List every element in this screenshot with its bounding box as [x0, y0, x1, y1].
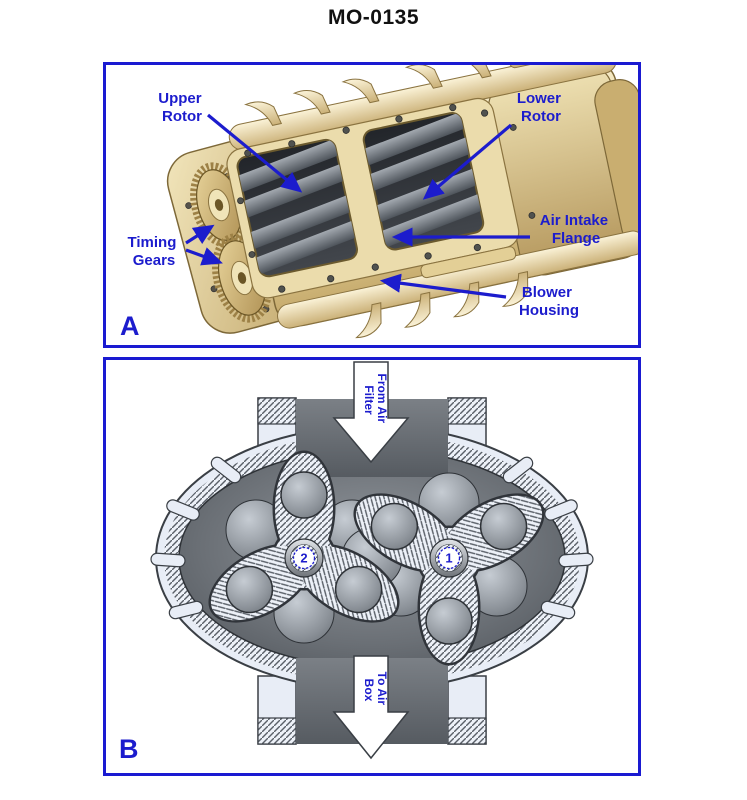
upper-rotor-arrow [206, 113, 303, 193]
cooling-fins-bottom [355, 270, 529, 339]
cooling-fins-top [244, 65, 552, 126]
rotor-1-number: 1 [445, 551, 452, 566]
housing-rim-pads [150, 456, 594, 620]
blower-body [226, 65, 638, 339]
upper-rotor-graphic [235, 138, 359, 276]
timing-gears-arrow-1 [185, 224, 215, 245]
panel-a-drawing: Upper Rotor Lower Rotor Timing Gears Air… [120, 65, 638, 341]
figure-title: MO-0135 [327, 6, 420, 29]
bolt-dots [237, 103, 536, 293]
rotor-1-lobe-bores [370, 502, 528, 645]
rotor-1: 1 [353, 493, 545, 666]
inlet-flow-arrow: From Air Filter [332, 361, 410, 464]
rotor-2-number: 2 [300, 551, 307, 566]
lower-rotor-arrow [422, 123, 513, 200]
outlet-duct [257, 675, 487, 745]
rotor-2-badge [292, 546, 316, 570]
rotor-2-lobe-bores [225, 471, 383, 614]
label-blower-housing: Blower Housing [519, 284, 579, 319]
rotor-2: 2 [208, 450, 400, 623]
panel-a-blower-cutaway: Upper Rotor Lower Rotor Timing Gears Air… [103, 62, 641, 348]
timing-gears-arrow-2 [185, 247, 223, 266]
air-intake-flange-graphic [420, 246, 517, 279]
panel-b-drawing: 2 [119, 361, 594, 764]
rotor-1-badge [437, 546, 461, 570]
blower-housing-arrow [379, 273, 507, 299]
panel-a-letter: A [120, 311, 140, 341]
label-timing-gears: Timing Gears [127, 234, 180, 269]
panel-b-letter: B [119, 734, 139, 764]
callout-arrows [185, 113, 530, 299]
label-lower-rotor: Lower Rotor [517, 90, 565, 125]
inlet-arrow-text: From Air Filter [362, 374, 389, 427]
label-air-intake-flange: Air Intake Flange [540, 212, 613, 247]
outlet-flow-arrow: To Air Box [332, 655, 410, 760]
panel-b-cross-section: 2 [103, 357, 641, 776]
label-upper-rotor: Upper Rotor [158, 90, 206, 125]
outlet-arrow-text: To Air Box [362, 672, 389, 709]
